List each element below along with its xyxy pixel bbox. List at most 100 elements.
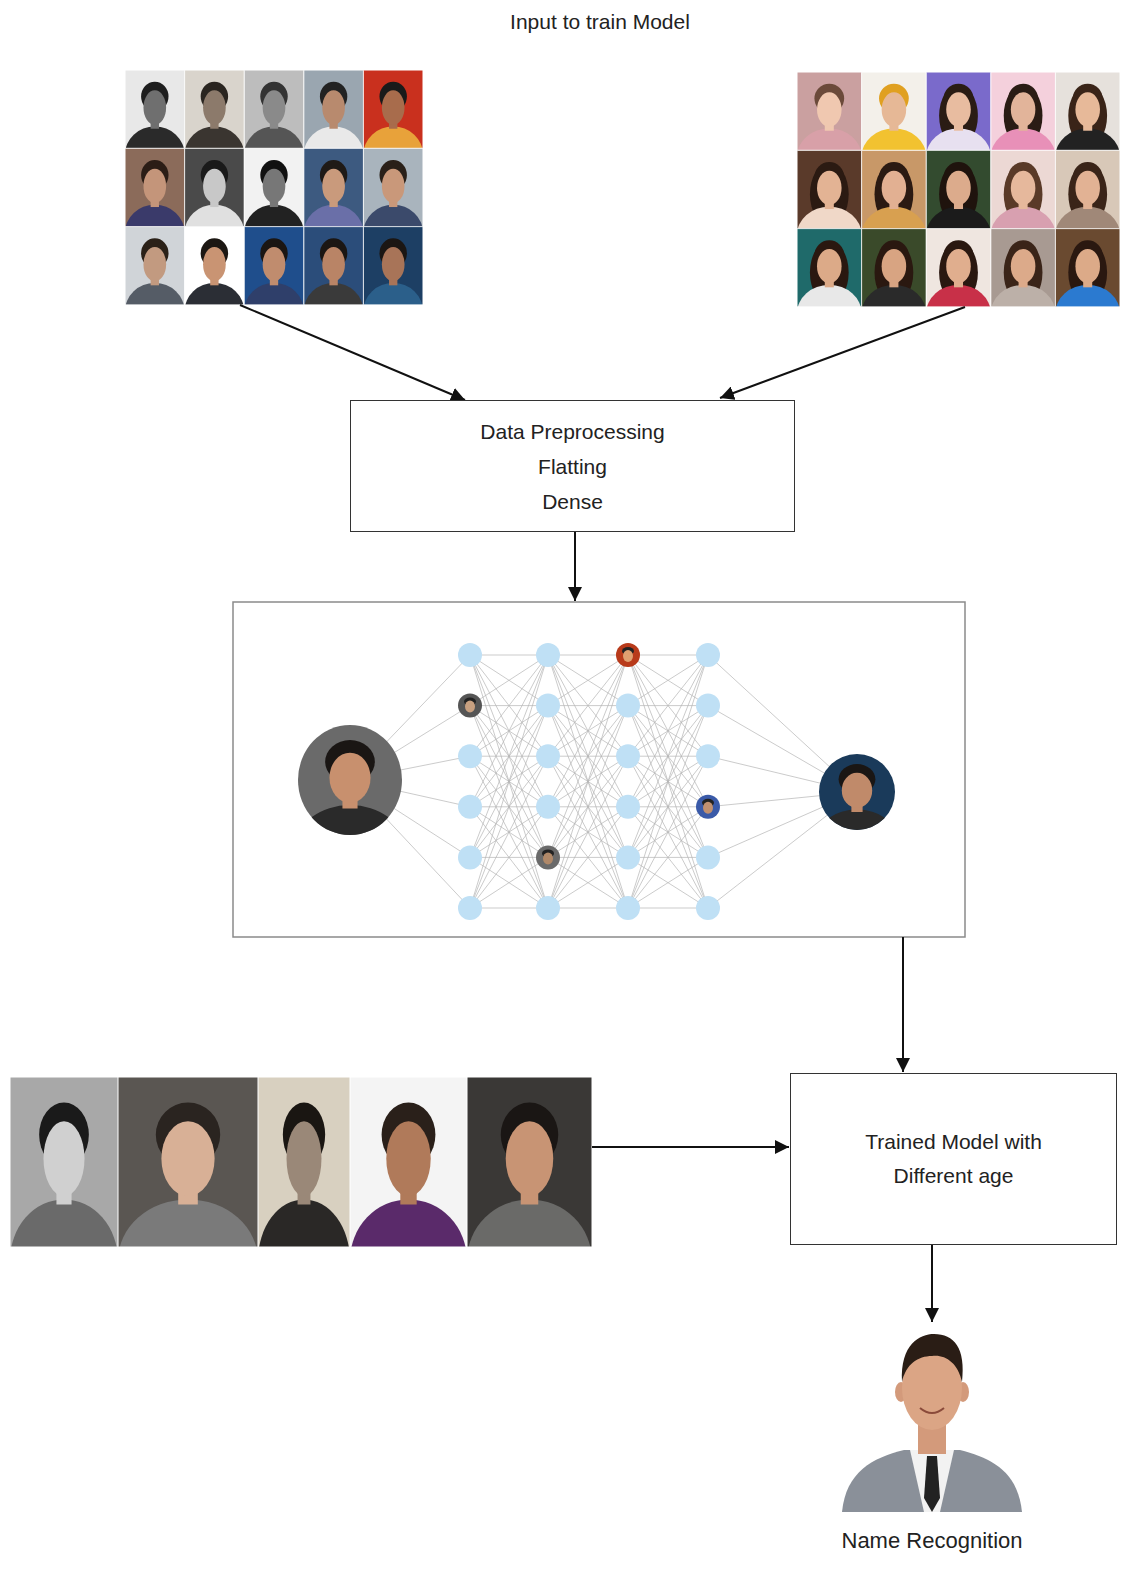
network-panel bbox=[233, 602, 965, 937]
head bbox=[882, 171, 907, 205]
head bbox=[817, 249, 842, 283]
photo-edge bbox=[118, 1077, 258, 1247]
photo-edge bbox=[244, 148, 304, 226]
photo bbox=[467, 1077, 592, 1322]
network-link bbox=[470, 655, 548, 908]
photo-edge bbox=[125, 227, 185, 305]
photo-edge bbox=[258, 1077, 350, 1247]
network-link bbox=[628, 655, 708, 706]
network-link bbox=[628, 655, 708, 807]
head bbox=[1075, 171, 1100, 205]
head bbox=[143, 169, 166, 203]
head bbox=[322, 169, 345, 203]
suit bbox=[842, 1450, 1022, 1512]
photo-edge bbox=[350, 1077, 467, 1247]
photo-edge bbox=[926, 150, 991, 228]
photo-edge bbox=[125, 70, 185, 148]
head bbox=[329, 753, 370, 803]
network-face-head bbox=[465, 701, 475, 713]
network-link bbox=[628, 857, 708, 908]
input-arrow bbox=[720, 307, 965, 398]
photo bbox=[1055, 229, 1120, 342]
network-link bbox=[628, 857, 708, 908]
head bbox=[322, 90, 345, 124]
process-box: Data PreprocessingFlattingDense bbox=[350, 400, 795, 532]
test-photos bbox=[10, 1077, 592, 1322]
head bbox=[143, 247, 166, 281]
shoulders bbox=[118, 1199, 258, 1321]
photo-edge bbox=[1055, 150, 1120, 228]
head bbox=[43, 1121, 84, 1196]
photo-edge bbox=[862, 229, 927, 307]
photo-edge bbox=[363, 227, 423, 305]
network-link bbox=[470, 655, 548, 908]
network-link bbox=[628, 655, 708, 908]
head bbox=[161, 1121, 214, 1196]
photo-ground bbox=[832, 1322, 1032, 1512]
network-link bbox=[548, 756, 628, 908]
network-neuron bbox=[536, 744, 560, 768]
head bbox=[1011, 92, 1036, 126]
network-link bbox=[548, 857, 628, 908]
network-neuron bbox=[536, 896, 560, 920]
photo-edge bbox=[797, 150, 862, 228]
flow-arrow bbox=[592, 1146, 789, 1148]
flow-arrow bbox=[931, 1245, 933, 1322]
head bbox=[946, 249, 971, 283]
head bbox=[263, 90, 286, 124]
head bbox=[203, 90, 226, 124]
output-figure: Name Recognition bbox=[830, 1322, 1034, 1568]
network-neuron bbox=[458, 643, 482, 667]
network-face bbox=[696, 795, 720, 819]
network-neuron bbox=[458, 795, 482, 819]
head bbox=[386, 1121, 430, 1196]
photo-edge bbox=[10, 1077, 118, 1247]
photo bbox=[363, 227, 423, 340]
tie bbox=[924, 1456, 940, 1512]
network-neuron bbox=[616, 795, 640, 819]
network-neuron bbox=[458, 744, 482, 768]
photo-edge bbox=[862, 72, 927, 150]
network-link bbox=[628, 655, 708, 908]
photo-edge bbox=[1055, 229, 1120, 307]
head bbox=[203, 247, 226, 281]
photo-edge bbox=[991, 72, 1056, 150]
box-text: Trained Model with Different age bbox=[831, 1125, 1076, 1193]
network-link bbox=[470, 756, 548, 908]
network-link bbox=[628, 756, 708, 908]
head bbox=[263, 247, 286, 281]
head bbox=[203, 169, 226, 203]
network-link bbox=[628, 655, 708, 807]
head bbox=[382, 90, 405, 124]
shoulders bbox=[350, 1199, 467, 1321]
network-neuron bbox=[696, 744, 720, 768]
network-link bbox=[548, 857, 628, 908]
photo-edge bbox=[862, 150, 927, 228]
network-neuron bbox=[458, 845, 482, 869]
neural-network bbox=[296, 643, 897, 920]
head bbox=[506, 1121, 554, 1196]
head bbox=[1011, 249, 1036, 283]
network-neuron bbox=[616, 896, 640, 920]
network-link bbox=[470, 655, 548, 706]
diagram-title: Input to train Model bbox=[380, 10, 820, 34]
network-link bbox=[548, 655, 628, 908]
input-photo bbox=[296, 723, 404, 887]
photo bbox=[244, 227, 304, 340]
box-text: Dense bbox=[542, 484, 603, 519]
photo-edge bbox=[304, 70, 364, 148]
photo-edge bbox=[926, 72, 991, 150]
network-face bbox=[536, 845, 560, 869]
shoulders bbox=[1055, 285, 1120, 341]
photo bbox=[125, 227, 185, 340]
network-neuron bbox=[536, 795, 560, 819]
photo-edge bbox=[304, 148, 364, 226]
smile bbox=[920, 1408, 944, 1413]
photo-edge bbox=[991, 150, 1056, 228]
network-neuron bbox=[696, 694, 720, 718]
network-link bbox=[470, 756, 548, 908]
network-face-head bbox=[543, 852, 553, 864]
training-photos-right bbox=[797, 72, 1120, 341]
photo-edge bbox=[185, 227, 245, 305]
network-neuron bbox=[616, 845, 640, 869]
